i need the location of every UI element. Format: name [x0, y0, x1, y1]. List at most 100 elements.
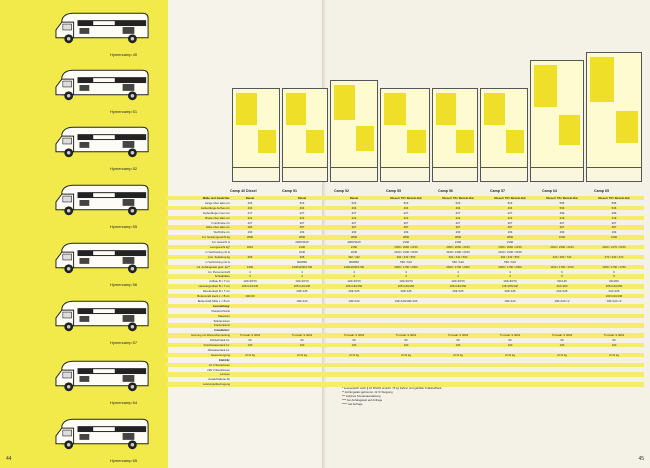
spec-cell: 287 — [351, 225, 357, 230]
spec-cell: 523 — [455, 200, 461, 205]
spec-cell: 210×125 — [608, 289, 620, 294]
spec-cell: 60 — [612, 338, 616, 343]
model-name: Camp 51 — [282, 189, 297, 193]
spec-cell: 2100 — [454, 240, 462, 245]
floor-plan — [586, 52, 642, 182]
spec-cell: 560 / 610 — [504, 259, 516, 264]
model-name: Camp 57 — [490, 189, 505, 193]
model-name: Camp 40 Diesel — [230, 189, 257, 193]
spec-cell: 417 — [247, 210, 253, 215]
spec-row-label: Installation: — [214, 328, 230, 333]
spec-row-label: Elektrik: — [218, 357, 230, 362]
spec-cell: 2×11 kg — [401, 352, 411, 357]
spec-row-label: Stauraum — [217, 313, 230, 318]
spec-row-label: zul. Gewicht G — [211, 240, 230, 245]
spec-cell: 463 — [247, 200, 253, 205]
spec-cell: 60 — [508, 338, 512, 343]
spec-cell: Diesel — [349, 196, 359, 200]
spec-cell: 90×200 — [609, 279, 619, 284]
floor-plan-zone — [616, 110, 638, 143]
spec-cell: Trumatic S 3002 — [499, 333, 521, 338]
spec-cell: 190 — [247, 230, 253, 235]
spec-cell: 4 — [353, 274, 355, 279]
spec-cell: 5 — [613, 274, 615, 279]
spec-row: Zusatzbatterie Ah — [166, 377, 644, 381]
spec-cell: 207 — [403, 220, 409, 225]
spec-cell: 100 — [403, 343, 409, 347]
spec-cell: Diesel / TD / Benzin-Kat — [442, 196, 474, 200]
spec-cell: 1250 / 1700 / 1750 — [602, 264, 626, 269]
spec-cell: Trumatic S 3002 — [343, 333, 365, 338]
spec-cell: 193×120/190×120 — [394, 298, 418, 303]
spec-cell: 370 / 330 / 370 — [604, 254, 624, 259]
model-name: Camp 52 — [334, 189, 349, 193]
spec-cell: 160×120/130 — [605, 294, 623, 298]
spec-row: Ausstattung: — [166, 303, 644, 309]
floor-plan-zone — [456, 130, 474, 154]
spec-cell: 190×120 — [504, 298, 516, 303]
spec-cell: 219 — [611, 215, 617, 220]
spec-cell: 2×11 kg — [557, 352, 567, 357]
spec-row-label: Bettenmaß Heck L × B cm — [197, 294, 230, 298]
camper-van-icon — [55, 184, 149, 216]
floor-plan-cab — [481, 167, 527, 181]
floor-plan — [432, 88, 478, 182]
spec-cell: 523 — [299, 200, 305, 205]
camper-van-icon — [55, 242, 149, 274]
floor-plan-zone — [236, 93, 257, 126]
spec-cell: 193 — [559, 230, 565, 235]
spec-row-label: Toilettenraum — [213, 318, 230, 323]
spec-cell: 464 — [403, 205, 409, 210]
floor-plan-zone — [436, 93, 456, 126]
spec-cell: 499 — [559, 210, 565, 215]
spec-cell: 427 — [507, 210, 513, 215]
spec-cell: 222 — [507, 215, 513, 220]
floor-plan-zone — [334, 85, 355, 120]
camper-van-icon — [55, 12, 149, 44]
spec-cell: 103×40/70 — [399, 279, 413, 284]
floor-plan — [330, 80, 378, 182]
floor-plan — [380, 88, 430, 182]
spec-cell: 2×11 kg — [245, 352, 255, 357]
spec-cell: 2000 / 1700 / 2000 — [498, 264, 522, 269]
floor-plan-zone — [257, 130, 276, 154]
model-name: Camp 64 — [542, 189, 557, 193]
spec-cell: 207 — [455, 220, 461, 225]
spec-cell: 190×120 ×2 — [606, 298, 622, 303]
spec-row-label: Heizung mit Warmluftverteilung — [191, 333, 230, 338]
spec-cell: 205×120/130 — [293, 284, 311, 289]
spec-cell: 2160 / 2190 / 2150 — [498, 249, 522, 254]
spec-cell: 3100 — [558, 235, 566, 240]
spec-cell: 203×125 — [452, 289, 464, 294]
spec-cell: 464 — [455, 205, 461, 210]
spec-cell: Diesel / TD / Benzin-Kat — [598, 196, 630, 200]
spec-cell: Diesel / TD / Benzin-Kat — [546, 196, 578, 200]
spec-cell: 205×130/150 — [397, 284, 415, 289]
spec-cell: 1810 — [246, 245, 254, 249]
spec-row: Installation: — [166, 328, 644, 332]
spec-row-label: Frischwassertank Ltr. — [203, 343, 230, 347]
van-caption: Hymercamp 65 — [110, 458, 138, 463]
spec-cell: 210×125 — [556, 289, 568, 294]
spec-cell: Diesel / TD / Benzin-Kat — [390, 196, 422, 200]
spec-cell: 2160 / 2190 / 2150 — [394, 249, 418, 254]
spec-cell: Trumatic S 3002 — [395, 333, 417, 338]
spec-cell: 536 — [611, 205, 617, 210]
spec-cell: 287 — [507, 225, 513, 230]
spec-cell: 392 / 442 — [348, 254, 360, 259]
spec-cell: 205×120/150 — [605, 284, 623, 289]
spec-cell: 193 — [455, 230, 461, 235]
spec-cell: 2800 — [246, 235, 254, 240]
spec-row-label: Außenlänge innen cm — [202, 210, 230, 215]
spec-row-label: Kühlschrank Ltr. — [209, 338, 230, 343]
spec-cell: 4 — [405, 269, 407, 274]
floor-plan-zone — [286, 93, 306, 126]
